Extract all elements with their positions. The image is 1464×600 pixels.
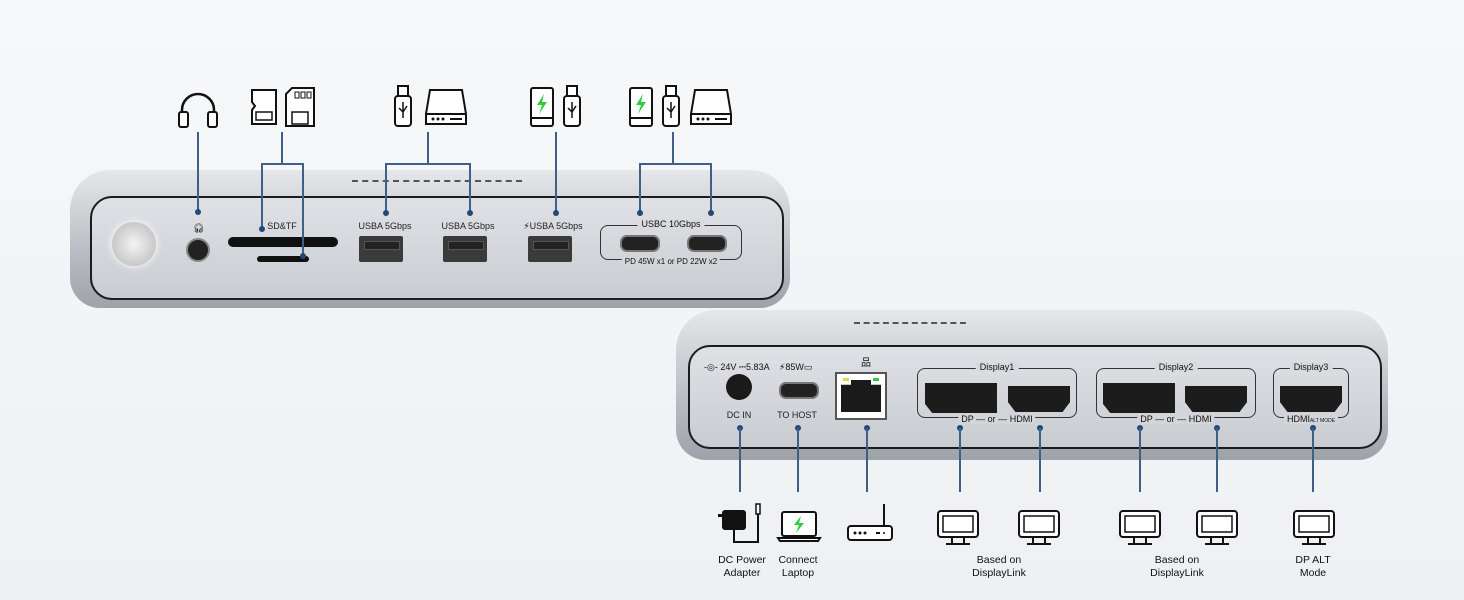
display1-hdmi-port[interactable]	[1008, 386, 1070, 412]
display3-group: Display3 HDMIALT MODE	[1273, 362, 1349, 424]
power-button[interactable]	[112, 222, 156, 266]
dc-in-label: DC IN	[726, 410, 752, 420]
usba-3-label: ⚡︎USBA 5Gbps	[523, 221, 583, 231]
display2-group: Display2 DP — or — HDMI	[1096, 362, 1256, 424]
dc-in-spec-text: 24V ⎓5.83A	[720, 362, 770, 372]
caption-laptop: Connect Laptop	[778, 554, 818, 579]
usb-drive-icon-3	[662, 85, 680, 127]
display1-title: Display1	[975, 362, 1019, 372]
laptop-charging-icon	[776, 511, 822, 542]
to-host-spec-text: 85W	[785, 362, 804, 372]
display2-or: or	[1166, 414, 1175, 424]
router-icon	[847, 504, 893, 541]
rear-brand-mark	[854, 322, 966, 326]
front-brand-mark	[352, 180, 522, 184]
display2-footer: DP — or — HDMI	[1137, 414, 1215, 424]
card-reader-label: SD&TF	[267, 221, 297, 231]
display2-hdmi-port[interactable]	[1185, 386, 1247, 412]
ethernet-port[interactable]	[835, 372, 887, 420]
headphone-small-icon: 🎧︎	[193, 223, 205, 233]
usba-port-2[interactable]	[443, 236, 487, 262]
display2-hdmi-label: HDMI	[1188, 414, 1212, 424]
phone-charging-icon-2	[629, 87, 653, 127]
usb-drive-icon-2	[563, 85, 581, 127]
sd-card-icon	[285, 87, 315, 127]
display3-title: Display3	[1289, 362, 1333, 372]
dc-in-spec: -◎- 24V ⎓5.83A	[704, 362, 770, 372]
dc-in-port[interactable]	[726, 374, 752, 400]
usba-1-label: USBA 5Gbps	[358, 221, 412, 231]
display3-footer: HDMIALT MODE	[1283, 414, 1339, 424]
to-host-usbc-port[interactable]	[779, 382, 819, 399]
phone-charging-icon	[530, 87, 554, 127]
display1-footer: DP — or — HDMI	[958, 414, 1036, 424]
caption-displaylink-1: Based on DisplayLink	[972, 554, 1026, 579]
usb-drive-icon	[394, 85, 412, 127]
caption-displaylink-2: Based on DisplayLink	[1150, 554, 1204, 579]
monitor-icon-2	[1018, 510, 1060, 545]
display3-alt-mode: ALT MODE	[1309, 418, 1336, 424]
network-icon: 品	[861, 358, 871, 369]
display2-dp-label: DP	[1140, 414, 1153, 424]
hard-drive-icon	[425, 89, 467, 125]
monitor-icon-1	[937, 510, 979, 545]
caption-dc-power: DC Power Adapter	[718, 554, 766, 579]
hard-drive-icon-2	[690, 89, 732, 125]
headphones-icon	[178, 92, 218, 128]
power-adapter-icon	[718, 503, 761, 543]
tf-slot[interactable]	[257, 256, 309, 262]
usbc-group: USBC 10Gbps PD 45W x1 or PD 22W x2	[600, 219, 742, 266]
usba-port-1[interactable]	[359, 236, 403, 262]
usba-port-3[interactable]	[528, 236, 572, 262]
display1-or: or	[987, 414, 996, 424]
usbc-group-title: USBC 10Gbps	[637, 219, 705, 229]
monitor-icon-5	[1293, 510, 1335, 545]
display2-dp-port[interactable]	[1103, 383, 1175, 413]
display3-hdmi-port[interactable]	[1280, 386, 1342, 412]
display2-title: Display2	[1154, 362, 1198, 372]
usba-3-text: USBA 5Gbps	[529, 221, 583, 231]
usbc-group-footer: PD 45W x1 or PD 22W x2	[621, 257, 721, 266]
to-host-label: TO HOST	[777, 410, 817, 420]
usbc-port-1[interactable]	[620, 235, 660, 252]
display1-dp-label: DP	[961, 414, 974, 424]
to-host-spec: ⚡︎85W▭	[779, 362, 813, 372]
display1-group: Display1 DP — or — HDMI	[917, 362, 1077, 424]
micro-sd-icon	[251, 89, 277, 125]
sd-slot[interactable]	[228, 237, 338, 247]
usbc-port-2[interactable]	[687, 235, 727, 252]
audio-jack-port[interactable]	[186, 238, 210, 262]
monitor-icon-4	[1196, 510, 1238, 545]
display3-hdmi-label: HDMI	[1286, 414, 1310, 424]
display1-hdmi-label: HDMI	[1009, 414, 1033, 424]
monitor-icon-3	[1119, 510, 1161, 545]
caption-dp-alt: DP ALT Mode	[1295, 554, 1331, 579]
usba-2-label: USBA 5Gbps	[441, 221, 495, 231]
display1-dp-port[interactable]	[925, 383, 997, 413]
